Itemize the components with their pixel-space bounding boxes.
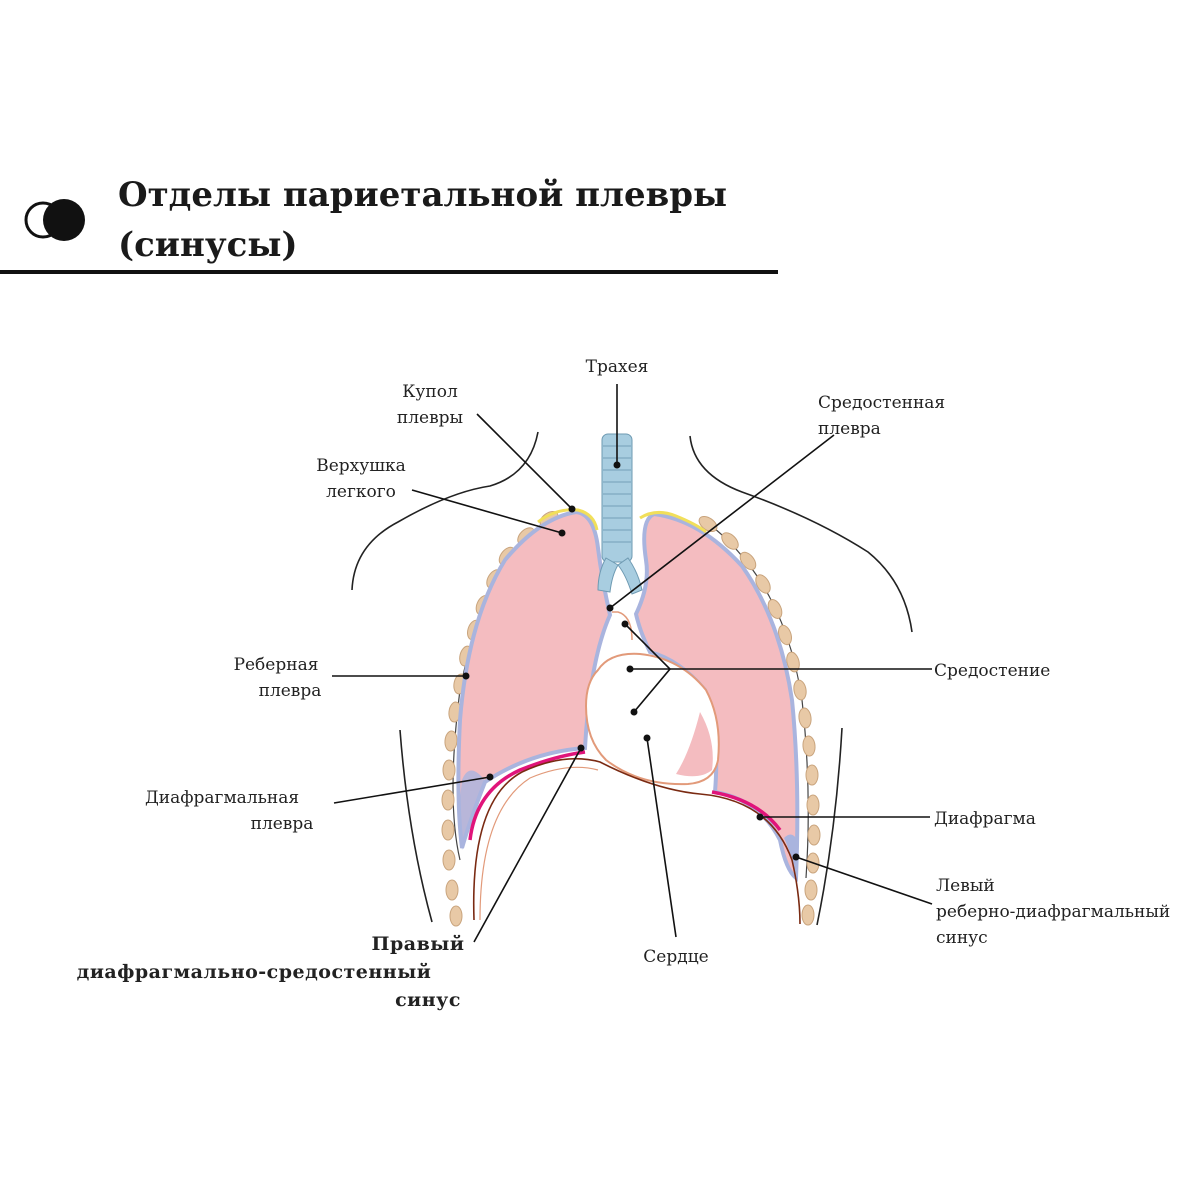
dot-right-sinus	[577, 744, 585, 752]
leader-left-sinus	[795, 856, 933, 905]
dot-dome	[568, 505, 576, 513]
body-outline-right-side	[351, 431, 539, 591]
label-apex-line1: Верхушка	[316, 456, 406, 476]
leader-diaphragmatic-pleura	[333, 776, 491, 804]
label-apex-line2: легкого	[326, 482, 396, 502]
body-outline-right-lower	[399, 729, 433, 923]
mediastinal-pleura-outline	[612, 611, 633, 641]
dot-diaphragm	[756, 813, 764, 821]
label-dome-line2: плевры	[397, 408, 463, 428]
dot-diaphragmatic-pleura	[486, 773, 494, 781]
dot-heart	[643, 734, 651, 742]
body-outline-left-side	[689, 435, 913, 633]
left-diaphragmatic-pleura	[711, 790, 782, 832]
label-mediastinum: Средостение	[934, 661, 1050, 681]
heart	[584, 652, 720, 786]
right-costophrenic-blue	[460, 770, 486, 850]
diaphragm-line	[472, 757, 801, 925]
logo-circles-icon	[24, 199, 85, 241]
dot-mediastinum-3	[630, 708, 638, 716]
label-mediastinal-pleura-line1: Средостенная	[818, 393, 945, 413]
heart-pink-shadow	[676, 712, 713, 777]
leader-mediastinum-branch	[624, 623, 672, 713]
label-right-sinus-line2: диафрагмально-средостенный	[77, 961, 432, 983]
label-right-sinus-line3: синус	[395, 989, 461, 1011]
label-dome-line1: Купол	[402, 382, 458, 402]
dot-apex	[558, 529, 566, 537]
label-diaphragmatic-pleura-line1: Диафрагмальная	[145, 788, 299, 808]
label-costal-pleura-line2: плевра	[259, 681, 322, 701]
right-apex-yellow-pleura	[537, 508, 599, 531]
body-outline-left-lower	[816, 727, 843, 926]
left-apex-yellow-pleura	[639, 511, 707, 534]
dot-mediastinum-2	[626, 665, 634, 673]
page-title: Отделы париетальной плевры	[118, 175, 728, 215]
leader-mediastinal-pleura	[609, 434, 835, 609]
leader-apex	[411, 489, 563, 534]
label-diaphragmatic-pleura-line2: плевра	[251, 814, 314, 834]
dot-costal-pleura	[462, 672, 470, 680]
label-diaphragm: Диафрагма	[934, 809, 1036, 829]
title-divider	[0, 270, 778, 274]
diaphragm-inner-line	[479, 766, 599, 921]
leader-dome	[476, 413, 573, 510]
dot-mediastinum-1	[621, 620, 629, 628]
trachea	[597, 433, 643, 595]
page-subtitle: (синусы)	[118, 225, 298, 265]
label-costal-pleura-line1: Реберная	[234, 655, 319, 675]
label-heart: Сердце	[643, 947, 708, 967]
label-left-sinus-line1: Левый	[936, 876, 995, 896]
leader-right-sinus	[473, 747, 582, 943]
leader-heart	[646, 737, 677, 938]
label-left-sinus-line2: реберно-диафрагмальный	[936, 902, 1170, 922]
dot-left-sinus	[792, 853, 800, 861]
dot-trachea	[613, 461, 621, 469]
label-left-sinus-line3: синус	[936, 928, 988, 948]
label-mediastinal-pleura-line2: плевра	[818, 419, 881, 439]
label-right-sinus-line1: Правый	[372, 933, 465, 955]
right-diaphragmatic-pleura	[468, 750, 586, 841]
right-lung	[456, 509, 613, 849]
dot-mediastinal-pleura	[606, 604, 614, 612]
label-trachea: Трахея	[586, 357, 649, 377]
